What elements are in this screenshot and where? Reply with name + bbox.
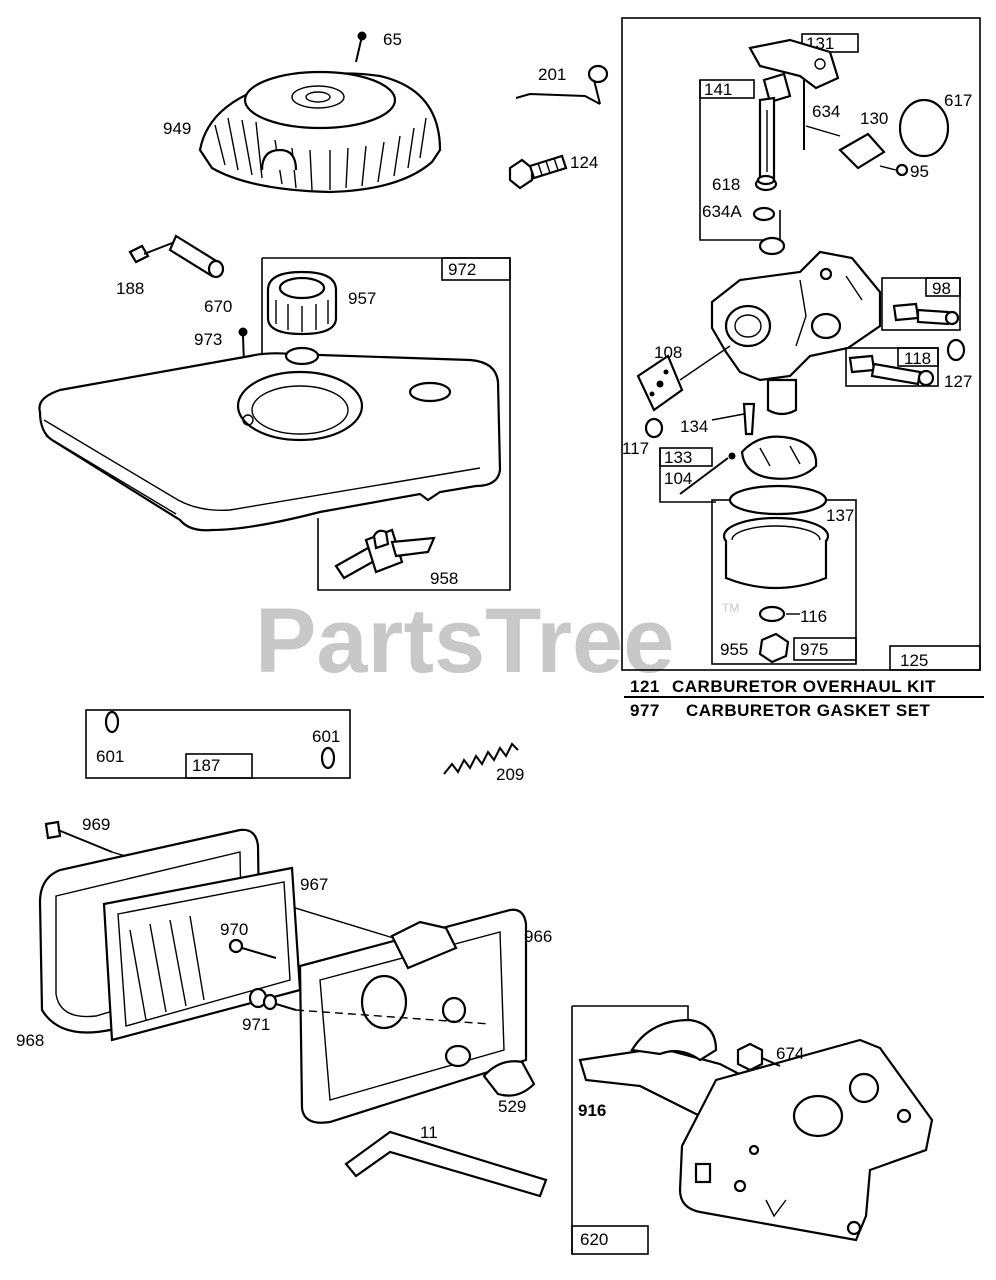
screw-970 [228,938,277,959]
callout-969: 969 [82,815,110,834]
callout-104: 104 [664,469,692,488]
callout-975: 975 [800,640,828,659]
spring-209 [443,742,519,775]
o-ring-127 [946,338,966,362]
callout-11: 11 [420,1123,438,1142]
shutoff-valve-958 [334,528,436,580]
callout-124: 124 [570,153,598,172]
callout-972: 972 [448,260,476,279]
spacer-670 [168,234,225,279]
callout-201: 201 [538,65,566,84]
callout-134: 134 [680,417,708,436]
callout-634: 634 [812,102,840,121]
watermark-trademark: TM [722,601,739,615]
carburetor-body [710,236,882,416]
watermark-text: PartsTree [255,590,674,692]
callout-98: 98 [932,279,951,298]
callout-966: 966 [524,927,552,946]
callout-674: 674 [776,1044,804,1063]
callout-967: 967 [300,875,328,894]
kit-977-number: 977 [630,701,660,720]
callout-187: 187 [192,756,220,775]
screw-95 [879,163,909,177]
float-133 [740,435,818,480]
screw-674 [736,1042,781,1072]
seal-618 [754,174,778,192]
idle-screw-98 [892,302,960,326]
screw-65 [355,31,367,63]
callout-949: 949 [163,119,191,138]
rewind-starter-cover [198,70,442,194]
callout-127: 127 [944,372,972,391]
base-966 [298,908,528,1124]
callout-141: 141 [704,80,732,99]
fuel-cap-957 [266,270,338,336]
callout-670: 670 [204,297,232,316]
fuel-line-187 [104,710,336,770]
callout-971: 971 [242,1015,270,1034]
kit-121-name: CARBURETOR OVERHAUL KIT [672,677,936,696]
gasket-ring [728,484,828,516]
o-ring-617 [898,98,950,158]
control-bracket-620 [578,1018,934,1242]
callout-125: 125 [900,651,928,670]
plug-117 [644,417,664,439]
gasket-108 [636,354,684,412]
fuel-tank [38,346,502,532]
kit-list: 121 CARBURETOR OVERHAUL KIT 977 CARBURET… [624,677,984,720]
callout-601-right: 601 [312,727,340,746]
throttle-plate-131 [748,38,840,150]
callout-118: 118 [904,349,931,368]
callout-601-left: 601 [96,747,124,766]
callout-130: 130 [860,109,888,128]
bolt-124 [508,154,568,190]
kit-977-name: CARBURETOR GASKET SET [686,701,931,720]
mixture-screw-118 [848,354,935,387]
callout-957: 957 [348,289,376,308]
screw-971 [248,987,297,1011]
callout-916: 916 [578,1101,606,1120]
callout-618: 618 [712,175,740,194]
washer-116 [758,605,786,623]
callout-117: 117 [622,439,649,458]
breather-tube-11 [344,1130,548,1198]
callout-95: 95 [910,162,929,181]
float-bowl-137 [722,516,830,590]
choke-shaft-141 [758,72,792,184]
callout-970: 970 [220,920,248,939]
callout-65: 65 [383,30,402,49]
callout-137: 137 [826,506,854,525]
callout-973: 973 [194,330,222,349]
elbow-529 [482,1060,536,1097]
needle-134 [711,402,756,436]
callout-968: 968 [16,1031,44,1050]
plate-130 [838,132,886,170]
kit-121-number: 121 [630,677,660,696]
callout-209: 209 [496,765,524,784]
callout-188: 188 [116,279,144,298]
screw-969 [44,820,113,853]
callout-108: 108 [654,343,682,362]
callout-958: 958 [430,569,458,588]
callout-116: 116 [800,607,827,626]
callout-634a: 634A [702,202,742,221]
governor-link-201 [515,64,609,105]
callout-529: 529 [498,1097,526,1116]
callout-955: 955 [720,640,748,659]
pin-104 [679,452,736,495]
bowl-nut-955 [758,632,790,664]
callout-617: 617 [944,91,972,110]
callout-133: 133 [664,448,692,467]
washer-634a [752,206,776,222]
callout-620: 620 [580,1230,608,1249]
